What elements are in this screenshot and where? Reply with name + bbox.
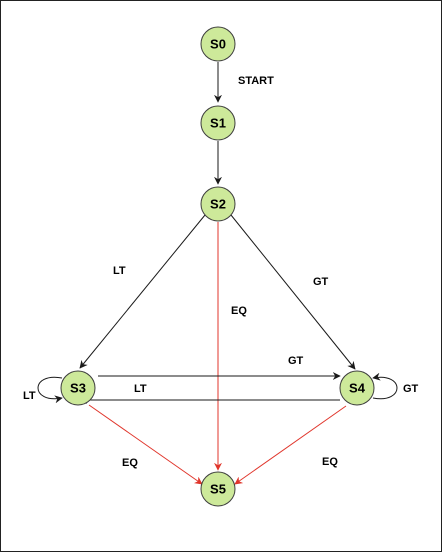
node-label: S4 [349, 381, 366, 396]
node-s5[interactable]: S5 [200, 471, 236, 507]
edge-label-s3-s4: GT [288, 355, 304, 367]
edge-label-s2-s5: EQ [231, 305, 247, 317]
edge-label-s2-s4: GT [313, 276, 329, 288]
node-label: S5 [210, 482, 226, 497]
edge-label-s4-s5: EQ [322, 456, 338, 468]
edge-s2-s3 [79, 214, 206, 369]
edge-label-s4-s3: LT [134, 383, 147, 395]
node-label: S2 [210, 197, 226, 212]
edge-s4-s5 [234, 405, 347, 485]
edge-s4-self [372, 372, 398, 400]
edge-s3-self [37, 376, 63, 404]
edge-labels: START LT GT EQ GT LT LT GT EQ EQ [23, 75, 419, 469]
node-label: S1 [210, 116, 226, 131]
edge-label-s3-self: LT [23, 390, 36, 402]
node-s3[interactable]: S3 [60, 370, 96, 406]
node-s4[interactable]: S4 [339, 370, 375, 406]
node-label: S0 [210, 37, 226, 52]
edge-label-s4-self: GT [403, 383, 419, 395]
edge-label-s2-s3: LT [113, 265, 126, 277]
node-s0[interactable]: S0 [200, 26, 236, 62]
node-s2[interactable]: S2 [200, 186, 236, 222]
node-label: S3 [70, 381, 86, 396]
node-s1[interactable]: S1 [200, 105, 236, 141]
edge-label-s3-s5: EQ [122, 457, 138, 469]
edge-s2-s4 [230, 214, 356, 370]
edge-label-start: START [238, 75, 274, 87]
edges [37, 62, 398, 485]
edge-s3-s5 [88, 404, 203, 485]
